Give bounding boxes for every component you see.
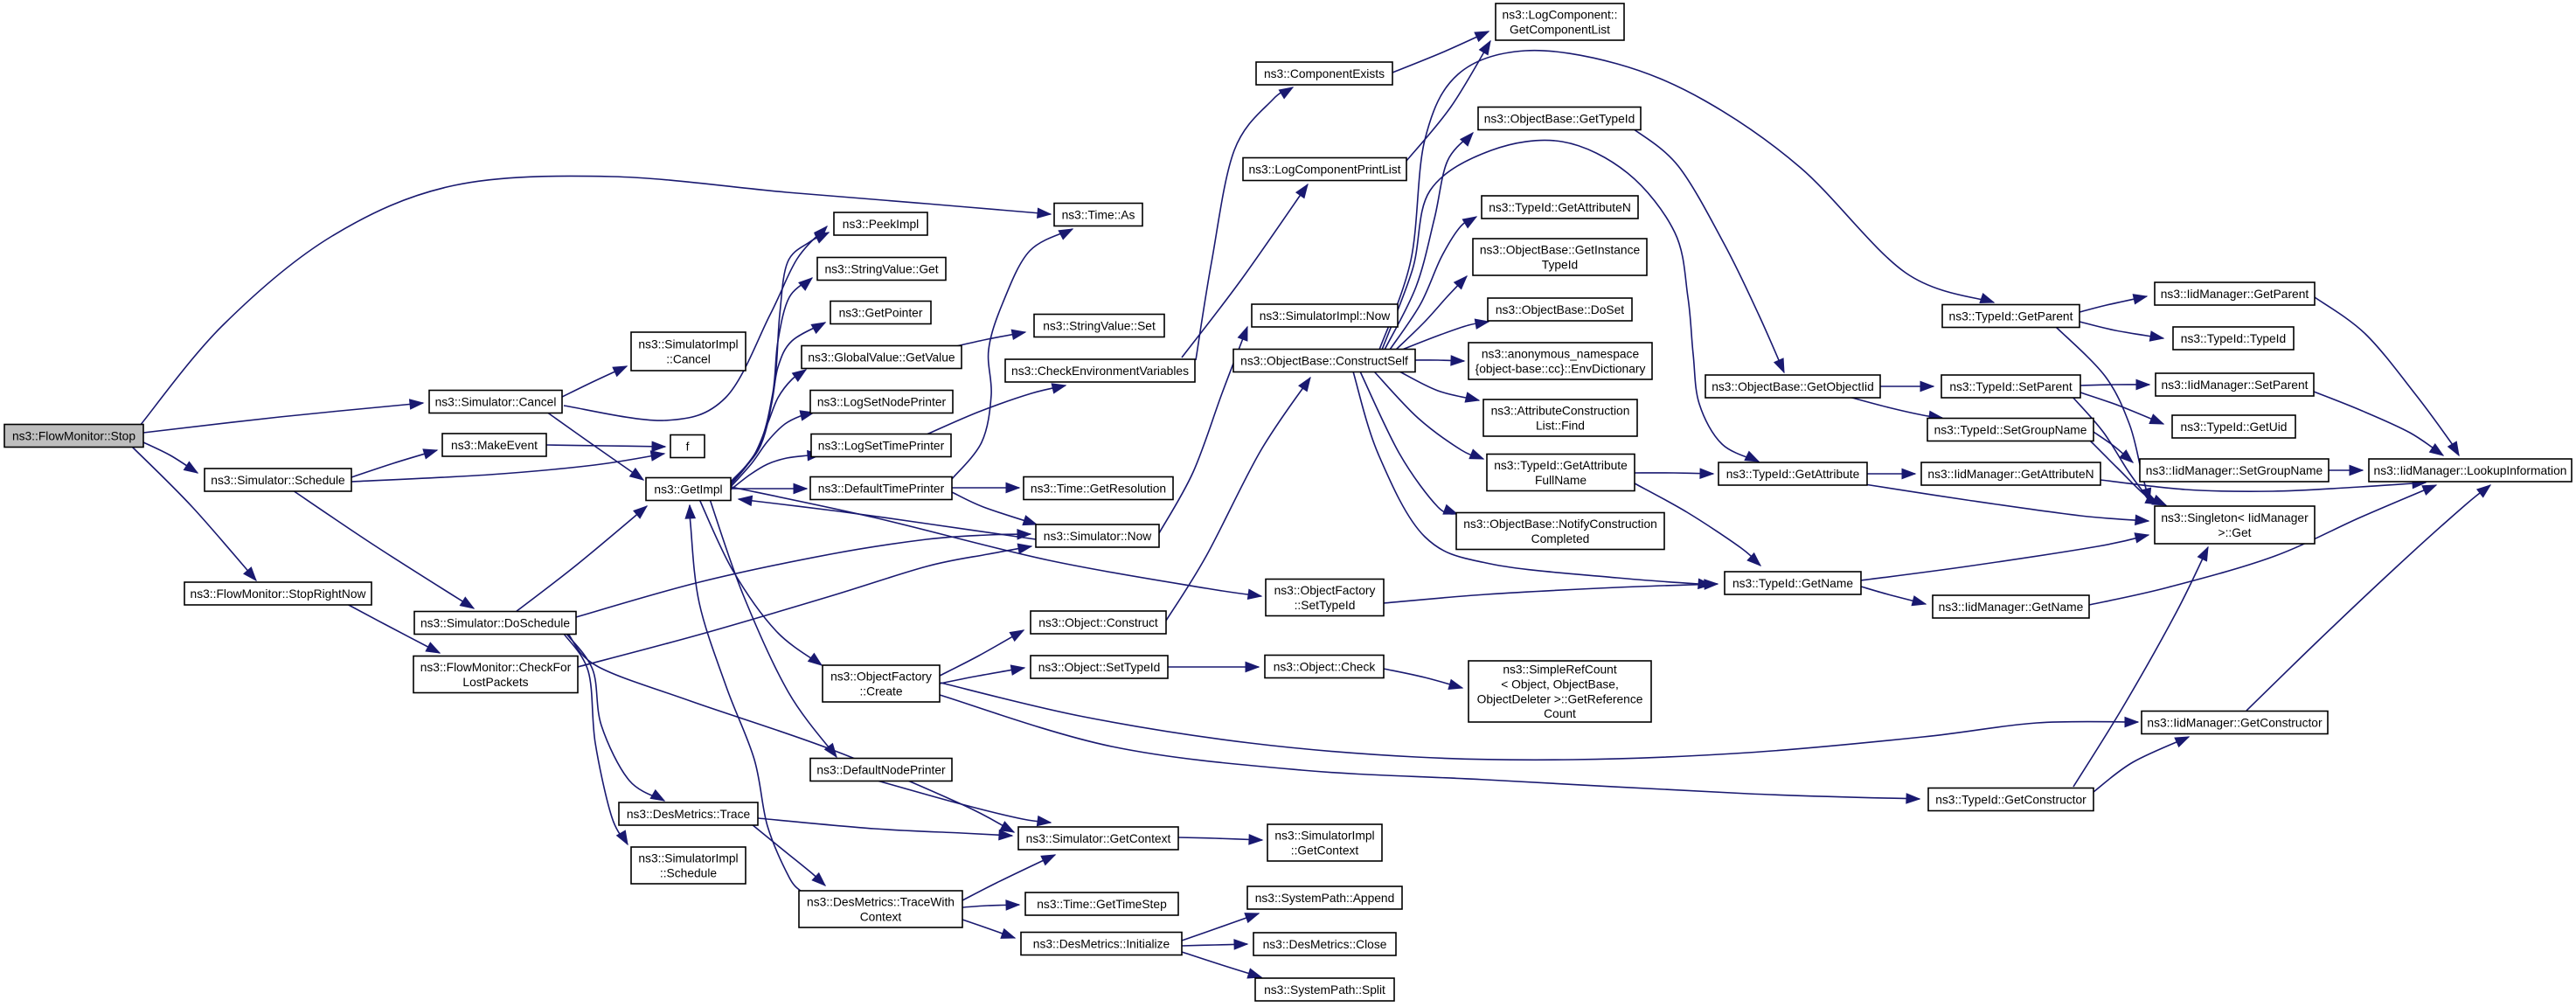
svg-text:ns3::ObjectFactory: ns3::ObjectFactory	[830, 670, 932, 684]
svg-text:ns3::TypeId::GetConstructor: ns3::TypeId::GetConstructor	[1935, 793, 2086, 806]
svg-text:ns3::StringValue::Set: ns3::StringValue::Set	[1043, 319, 1156, 332]
svg-text:ObjectDeleter >::GetReference: ObjectDeleter >::GetReference	[1477, 692, 1643, 705]
svg-text:ns3::TypeId::SetParent: ns3::TypeId::SetParent	[1949, 380, 2073, 393]
svg-text:Context: Context	[860, 910, 902, 923]
svg-text:TypeId: TypeId	[1542, 258, 1578, 271]
svg-text:ns3::DefaultTimePrinter: ns3::DefaultTimePrinter	[818, 482, 945, 495]
svg-text:f: f	[686, 440, 690, 453]
svg-text:ns3::FlowMonitor::Stop: ns3::FlowMonitor::Stop	[12, 429, 135, 442]
svg-text:ns3::ObjectBase::GetTypeId: ns3::ObjectBase::GetTypeId	[1484, 112, 1635, 125]
svg-text:ns3::TypeId::GetName: ns3::TypeId::GetName	[1732, 577, 1853, 590]
svg-text:ns3::LogSetTimePrinter: ns3::LogSetTimePrinter	[818, 439, 945, 452]
svg-text:Completed: Completed	[1531, 532, 1590, 545]
svg-text:ns3::ObjectFactory: ns3::ObjectFactory	[1274, 584, 1376, 597]
svg-text:ns3::DesMetrics::Initialize: ns3::DesMetrics::Initialize	[1033, 937, 1170, 950]
svg-text:ns3::Simulator::GetContext: ns3::Simulator::GetContext	[1026, 832, 1171, 845]
svg-text:ns3::TypeId::GetAttribute: ns3::TypeId::GetAttribute	[1494, 459, 1628, 472]
svg-text:ns3::TypeId::GetParent: ns3::TypeId::GetParent	[1949, 309, 2073, 323]
svg-text:ns3::IidManager::SetParent: ns3::IidManager::SetParent	[2162, 378, 2309, 392]
svg-text:ns3::ObjectBase::ConstructSelf: ns3::ObjectBase::ConstructSelf	[1240, 354, 1408, 367]
svg-text:ns3::Time::GetResolution: ns3::Time::GetResolution	[1031, 482, 1166, 495]
svg-text:ns3::SimulatorImpl: ns3::SimulatorImpl	[638, 338, 738, 351]
svg-text:ns3::ObjectBase::NotifyConstru: ns3::ObjectBase::NotifyConstruction	[1463, 517, 1657, 531]
svg-text:ns3::LogSetNodePrinter: ns3::LogSetNodePrinter	[817, 395, 947, 408]
svg-text:ns3::IidManager::GetAttributeN: ns3::IidManager::GetAttributeN	[1927, 468, 2093, 481]
svg-text:ns3::IidManager::LookupInforma: ns3::IidManager::LookupInformation	[2374, 464, 2567, 477]
svg-text:ns3::Simulator::Schedule: ns3::Simulator::Schedule	[211, 474, 345, 487]
svg-text:ns3::PeekImpl: ns3::PeekImpl	[843, 218, 919, 231]
svg-text:ns3::Object::SetTypeId: ns3::Object::SetTypeId	[1038, 661, 1161, 674]
svg-text:ns3::IidManager::GetName: ns3::IidManager::GetName	[1939, 601, 2084, 614]
svg-text:ns3::GlobalValue::GetValue: ns3::GlobalValue::GetValue	[808, 351, 955, 364]
svg-text:ns3::FlowMonitor::CheckFor: ns3::FlowMonitor::CheckFor	[420, 661, 572, 674]
svg-text:ns3::ObjectBase::GetObjectIid: ns3::ObjectBase::GetObjectIid	[1712, 380, 1874, 393]
svg-text:::Cancel: ::Cancel	[666, 352, 711, 365]
svg-text:ns3::StringValue::Get: ns3::StringValue::Get	[824, 262, 938, 275]
svg-text:ns3::anonymous_namespace: ns3::anonymous_namespace	[1482, 348, 1640, 361]
svg-text:ns3::Object::Construct: ns3::Object::Construct	[1038, 616, 1158, 629]
svg-text:ns3::Time::GetTimeStep: ns3::Time::GetTimeStep	[1037, 898, 1167, 911]
svg-text:LostPackets: LostPackets	[462, 676, 528, 689]
svg-text:ns3::AttributeConstruction: ns3::AttributeConstruction	[1491, 405, 1630, 418]
svg-text:ns3::Simulator::Now: ns3::Simulator::Now	[1044, 530, 1151, 543]
svg-text:ns3::FlowMonitor::StopRightNow: ns3::FlowMonitor::StopRightNow	[191, 587, 366, 601]
svg-text:ns3::Time::As: ns3::Time::As	[1062, 208, 1135, 221]
svg-text:::Schedule: ::Schedule	[660, 866, 718, 879]
svg-text:::Create: ::Create	[859, 684, 902, 698]
svg-text:ns3::TypeId::GetAttribute: ns3::TypeId::GetAttribute	[1726, 468, 1860, 481]
svg-text:>::Get: >::Get	[2218, 526, 2252, 539]
svg-text:ns3::SimulatorImpl::Now: ns3::SimulatorImpl::Now	[1260, 309, 1391, 323]
svg-text:List::Find: List::Find	[1536, 419, 1585, 432]
svg-text:ns3::TypeId::TypeId: ns3::TypeId::TypeId	[2181, 332, 2286, 345]
svg-text:::GetContext: ::GetContext	[1291, 844, 1359, 857]
svg-text:ns3::SimulatorImpl: ns3::SimulatorImpl	[1274, 830, 1374, 843]
svg-text:ns3::ObjectBase::DoSet: ns3::ObjectBase::DoSet	[1496, 303, 1624, 316]
svg-text:ns3::TypeId::GetUid: ns3::TypeId::GetUid	[2181, 420, 2288, 434]
svg-text:ns3::DefaultNodePrinter: ns3::DefaultNodePrinter	[816, 763, 946, 776]
svg-text:ns3::SimulatorImpl: ns3::SimulatorImpl	[638, 852, 738, 865]
svg-text:GetComponentList: GetComponentList	[1510, 23, 1610, 36]
svg-text:ns3::MakeEvent: ns3::MakeEvent	[451, 439, 538, 452]
svg-text:ns3::SystemPath::Split: ns3::SystemPath::Split	[1264, 983, 1385, 997]
svg-text:ns3::DesMetrics::TraceWith: ns3::DesMetrics::TraceWith	[807, 896, 955, 909]
svg-text:ns3::Singleton< IidManager: ns3::Singleton< IidManager	[2161, 511, 2309, 524]
svg-text:{object-base::cc}::EnvDictiona: {object-base::cc}::EnvDictionary	[1475, 362, 1646, 375]
svg-text:::SetTypeId: ::SetTypeId	[1295, 599, 1356, 612]
svg-text:ns3::DesMetrics::Trace: ns3::DesMetrics::Trace	[627, 808, 751, 821]
svg-text:ns3::ObjectBase::GetInstance: ns3::ObjectBase::GetInstance	[1480, 244, 1641, 257]
svg-text:FullName: FullName	[1535, 474, 1587, 487]
svg-text:< Object, ObjectBase,: < Object, ObjectBase,	[1501, 678, 1619, 691]
svg-text:ns3::ComponentExists: ns3::ComponentExists	[1264, 67, 1385, 80]
svg-text:ns3::SystemPath::Append: ns3::SystemPath::Append	[1255, 892, 1395, 905]
svg-text:ns3::GetImpl: ns3::GetImpl	[654, 483, 722, 496]
svg-text:ns3::IidManager::SetGroupName: ns3::IidManager::SetGroupName	[2146, 464, 2323, 477]
svg-text:ns3::IidManager::GetConstructo: ns3::IidManager::GetConstructor	[2147, 716, 2323, 729]
svg-text:ns3::LogComponentPrintList: ns3::LogComponentPrintList	[1248, 163, 1400, 176]
svg-text:ns3::IidManager::GetParent: ns3::IidManager::GetParent	[2161, 288, 2309, 301]
svg-text:ns3::Simulator::DoSchedule: ns3::Simulator::DoSchedule	[420, 616, 570, 629]
svg-text:ns3::Simulator::Cancel: ns3::Simulator::Cancel	[435, 395, 557, 408]
svg-text:ns3::DesMetrics::Close: ns3::DesMetrics::Close	[1263, 938, 1387, 951]
svg-text:ns3::Object::Check: ns3::Object::Check	[1274, 660, 1376, 673]
svg-text:Count: Count	[1544, 707, 1576, 720]
svg-text:ns3::CheckEnvironmentVariables: ns3::CheckEnvironmentVariables	[1011, 365, 1189, 378]
svg-text:ns3::TypeId::GetAttributeN: ns3::TypeId::GetAttributeN	[1489, 201, 1631, 214]
svg-text:ns3::TypeId::SetGroupName: ns3::TypeId::SetGroupName	[1934, 423, 2087, 436]
svg-text:ns3::SimpleRefCount: ns3::SimpleRefCount	[1503, 663, 1617, 677]
svg-text:ns3::LogComponent::: ns3::LogComponent::	[1503, 9, 1618, 22]
svg-text:ns3::GetPointer: ns3::GetPointer	[839, 306, 923, 319]
